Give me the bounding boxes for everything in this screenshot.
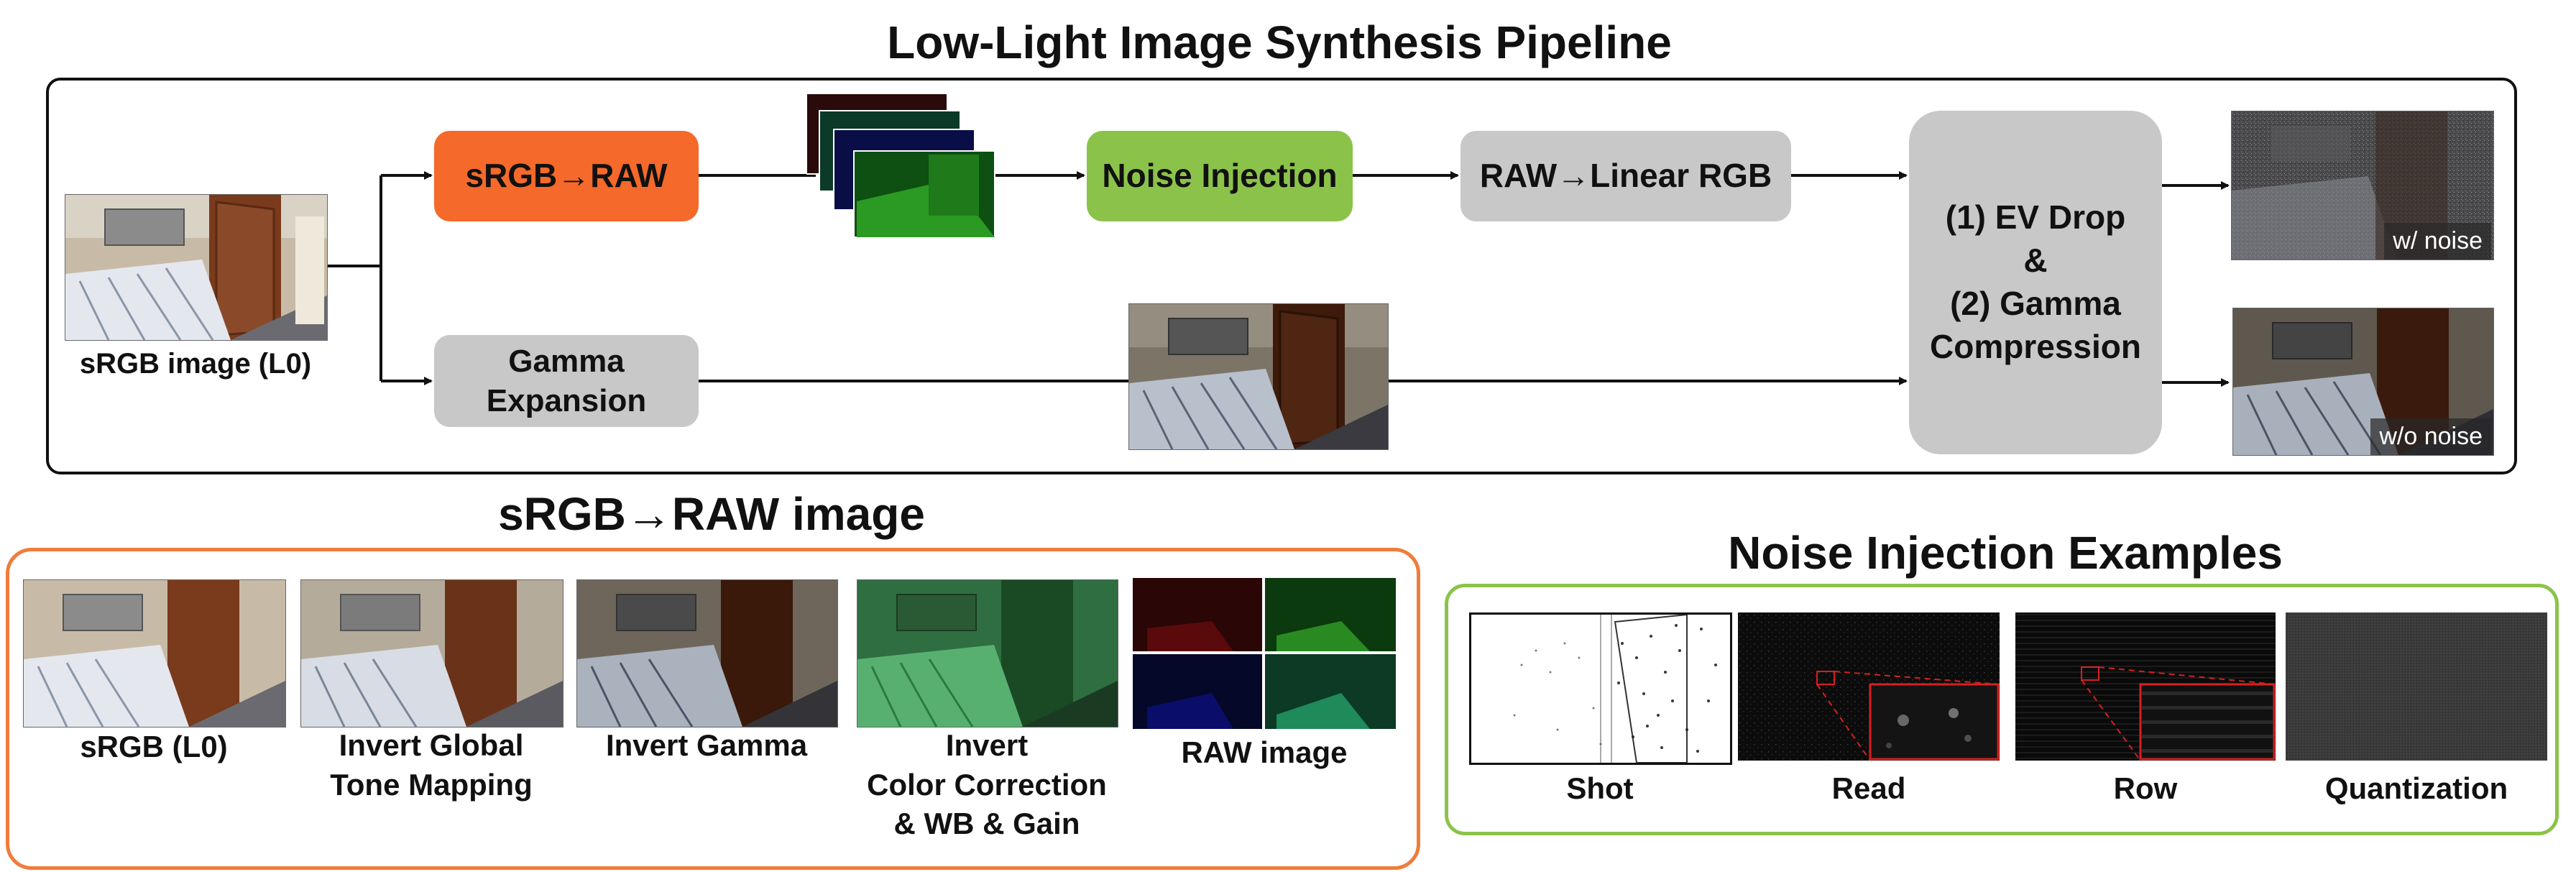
gamma-expansion-box: Gamma Expansion — [434, 335, 699, 427]
without-noise-tag: w/o noise — [2370, 418, 2491, 455]
step-raw-image-grid — [1133, 578, 1396, 729]
raw-channel-stack — [806, 93, 999, 246]
raw-bayer-channels-icon — [1133, 578, 1396, 729]
pipeline-frame — [46, 78, 2517, 474]
shot-noise-pattern-icon — [1513, 613, 1717, 763]
pipeline-title: Low-Light Image Synthesis Pipeline — [887, 17, 1672, 68]
row-noise-image — [2015, 612, 2276, 761]
noise-panel — [1445, 584, 2559, 835]
step-srgb-image — [23, 579, 286, 728]
input-label: sRGB image (L0) — [79, 348, 312, 380]
bedroom-photo-dark-icon — [577, 580, 837, 727]
quantization-noise-pattern-icon — [2286, 612, 2547, 761]
raw-to-linear-box: RAW→Linear RGB — [1460, 131, 1791, 221]
with-noise-tag: w/ noise — [2384, 223, 2491, 260]
noise-injection-box: Noise Injection — [1087, 131, 1353, 221]
step-invert-color-image — [857, 579, 1118, 728]
step-label-raw: RAW image — [1181, 735, 1348, 769]
step-invert-gamma-image — [576, 579, 838, 728]
quantization-noise-image — [2286, 612, 2547, 761]
read-noise-pattern-icon — [1738, 612, 2000, 761]
input-image — [65, 194, 328, 341]
noise-panel-title: Noise Injection Examples — [1728, 527, 2283, 579]
bedroom-photo-icon — [301, 580, 563, 727]
bedroom-photo-icon — [65, 195, 327, 340]
srgb-raw-panel-title: sRGB→RAW image — [498, 488, 925, 540]
noise-label-shot: Shot — [1566, 771, 1634, 805]
shot-noise-image — [1469, 612, 1732, 765]
step-invert-tone-image — [300, 579, 564, 728]
noise-label-read: Read — [1831, 771, 1906, 805]
raw-channel-stack-icon — [806, 93, 995, 238]
read-noise-image — [1738, 612, 2000, 761]
step-label-srgb: sRGB (L0) — [80, 730, 228, 763]
gamma-expanded-image — [1128, 303, 1389, 450]
row-noise-pattern-icon — [2015, 612, 2276, 761]
step-label-invert-color: Invert Color Correction & WB & Gain — [867, 728, 1107, 841]
noise-label-quantization: Quantization — [2324, 771, 2508, 805]
step-label-invert-tone: Invert Global Tone Mapping — [330, 728, 533, 802]
noise-label-row: Row — [2113, 771, 2178, 805]
bedroom-photo-green-icon — [857, 580, 1118, 727]
bedroom-photo-icon — [24, 580, 285, 727]
srgb-raw-panel — [6, 548, 1420, 870]
bedroom-photo-dark-icon — [1129, 304, 1388, 449]
ev-drop-gamma-box: (1) EV Drop & (2) Gamma Compression — [1909, 111, 2162, 454]
step-label-invert-gamma: Invert Gamma — [605, 728, 808, 762]
srgb-to-raw-box: sRGB→RAW — [434, 131, 699, 221]
